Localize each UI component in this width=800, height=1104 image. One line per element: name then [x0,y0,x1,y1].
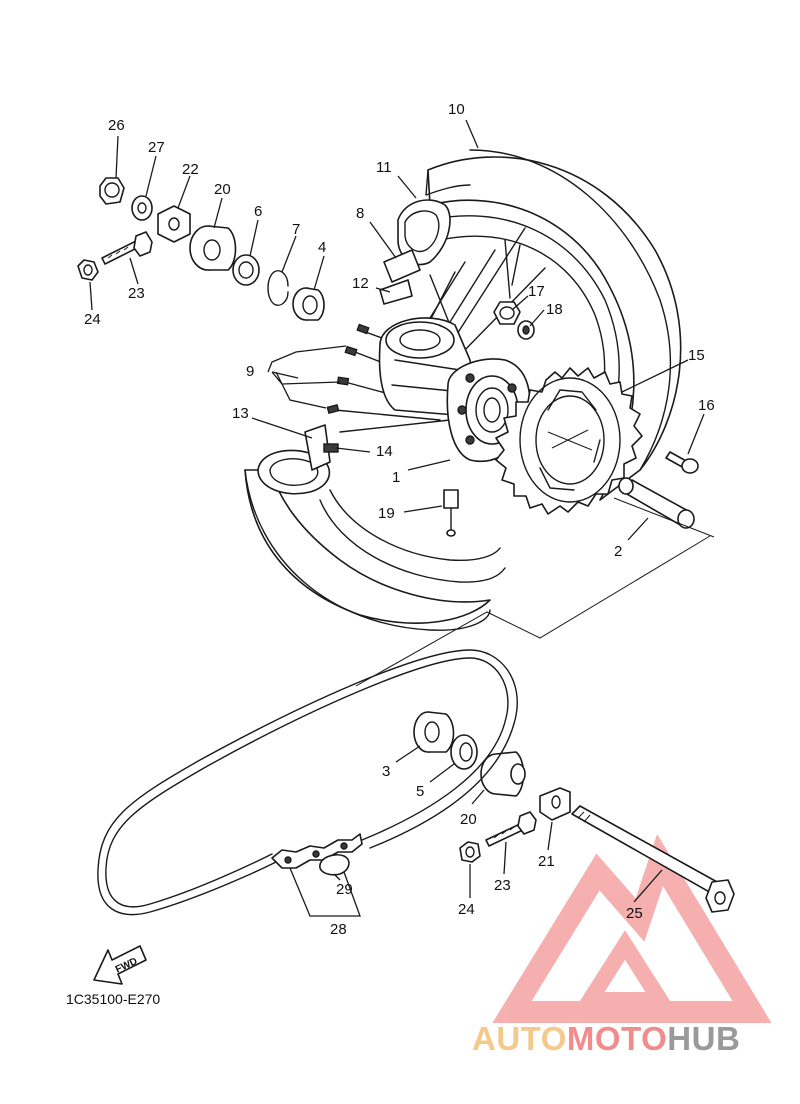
callout-21: 21 [538,853,555,870]
oil-seal [232,254,260,286]
adjust-nut-lower [459,841,481,863]
callouts: 26 27 22 20 6 7 4 23 24 10 11 8 12 17 18… [84,101,715,938]
callout-18: 18 [546,301,563,318]
callout-26: 26 [108,117,125,134]
axle-nut [99,177,125,205]
drive-chain [97,649,518,916]
chain-puller [157,205,191,243]
rim-lock-bolt [323,443,339,453]
callout-17: 17 [528,283,545,300]
callout-10: 10 [448,101,465,118]
leader-lines [89,119,705,917]
watermark-text: AUTOMOTOHUB [472,1020,740,1058]
adjust-bolt-lower [485,811,537,847]
callout-23: 23 [128,285,145,302]
spacer-ring [450,734,478,770]
callout-3: 3 [382,763,390,780]
callout-6: 6 [254,203,262,220]
callout-29: 29 [336,881,353,898]
sprocket [495,367,643,515]
callout-13: 13 [232,405,249,422]
bearing-lower [413,711,455,753]
watermark-auto: AUTO [472,1020,567,1057]
callout-19: 19 [378,505,395,522]
callout-15: 15 [688,347,705,364]
callout-2: 2 [614,543,622,560]
callout-24-lower: 24 [458,901,475,918]
callout-20: 20 [214,181,231,198]
callout-24: 24 [84,311,101,328]
callout-9: 9 [246,363,254,380]
hub-collar-right [480,751,526,797]
sprocket-bolt [665,451,699,474]
callout-27: 27 [148,139,165,156]
rim-lock [379,249,421,305]
callout-14: 14 [376,443,393,460]
watermark-moto: MOTO [566,1020,668,1057]
callout-28: 28 [330,921,347,938]
axle-spacer [618,477,695,529]
adjust-nut [77,259,99,281]
valve-cap [443,489,459,537]
bearing [292,287,325,321]
circlip [267,270,289,306]
callout-23-lower: 23 [494,877,511,894]
callout-22: 22 [182,161,199,178]
callout-20-lower: 20 [460,811,477,828]
washer [131,195,153,221]
tube-section [397,199,451,266]
callout-11: 11 [376,159,392,176]
callout-25: 25 [626,905,643,922]
spoke-nipples [326,323,370,415]
chain-puller-lower [539,787,571,821]
rear-axle [571,805,735,913]
watermark-hub: HUB [667,1020,741,1057]
callout-1: 1 [392,469,400,486]
adjust-bolt [101,231,153,265]
watermark-logo [492,833,772,1023]
master-link [319,853,350,876]
lower-tube-section [257,424,331,495]
diagram-code: 1C35100-E270 [66,991,160,1007]
hub-collar-left [189,225,237,271]
callout-5: 5 [416,783,424,800]
callout-8: 8 [356,205,364,222]
callout-7: 7 [292,221,300,238]
callout-4: 4 [318,239,326,256]
fwd-arrow-icon: FWD [93,945,147,985]
callout-12: 12 [352,275,369,292]
callout-16: 16 [698,397,715,414]
sprocket-nut [493,301,535,340]
